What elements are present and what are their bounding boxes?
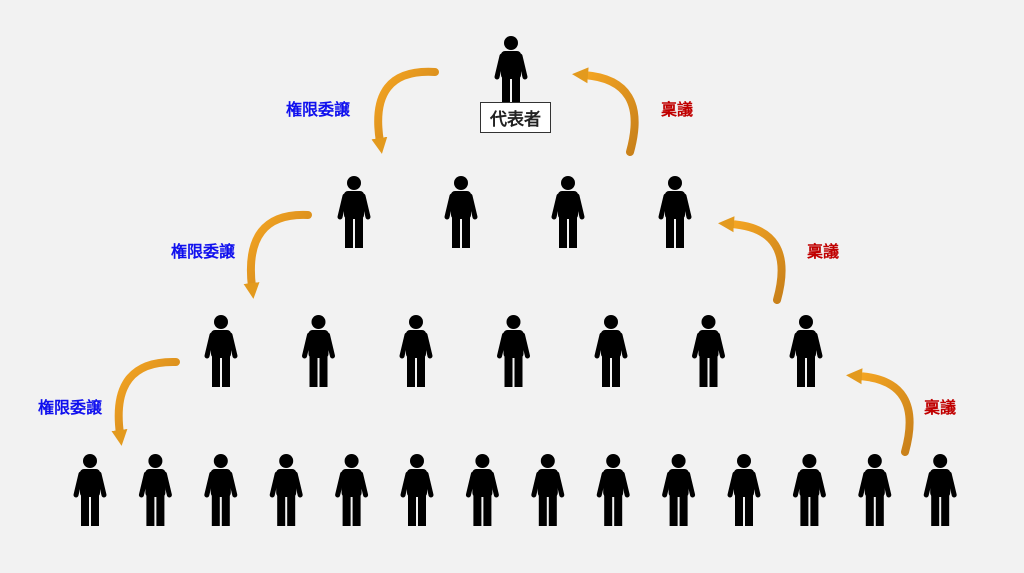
- person-icon: [305, 315, 333, 387]
- person-icon: [338, 454, 366, 526]
- person-icon: [403, 454, 431, 526]
- delegation-label: 権限委譲: [37, 398, 103, 417]
- representative-person-icon: [497, 36, 525, 108]
- delegation-label: 権限委譲: [170, 242, 236, 261]
- person-icon: [554, 176, 582, 248]
- person-icon: [597, 315, 625, 387]
- delegation-label: 権限委譲: [285, 100, 351, 119]
- approval-arrow: [846, 368, 914, 456]
- person-icon: [665, 454, 693, 526]
- person-icon: [534, 454, 562, 526]
- person-icon: [926, 454, 954, 526]
- delegation-arrow: [243, 210, 312, 299]
- delegation-arrow: [111, 357, 180, 446]
- person-icon: [599, 454, 627, 526]
- person-icon: [402, 315, 430, 387]
- delegation-arrow: [371, 67, 439, 154]
- person-icon: [447, 176, 475, 248]
- approval-arrow: [572, 67, 639, 156]
- person-icon: [695, 315, 723, 387]
- person-icon: [207, 454, 235, 526]
- person-icon: [76, 454, 104, 526]
- representative-label-box: 代表者: [480, 102, 551, 133]
- person-icon: [792, 315, 820, 387]
- approval-arrow: [718, 216, 786, 304]
- approval-request-label: 稟議: [806, 242, 840, 261]
- person-icon: [207, 315, 235, 387]
- person-icon: [468, 454, 496, 526]
- person-icon: [141, 454, 169, 526]
- person-icon: [272, 454, 300, 526]
- person-icon: [861, 454, 889, 526]
- arrows-layer: [111, 67, 914, 456]
- approval-request-label: 稟議: [660, 100, 694, 119]
- approval-request-label: 稟議: [923, 398, 957, 417]
- person-icon: [730, 454, 758, 526]
- person-icon: [795, 454, 823, 526]
- person-icon: [661, 176, 689, 248]
- person-icon: [340, 176, 368, 248]
- person-icon: [500, 315, 528, 387]
